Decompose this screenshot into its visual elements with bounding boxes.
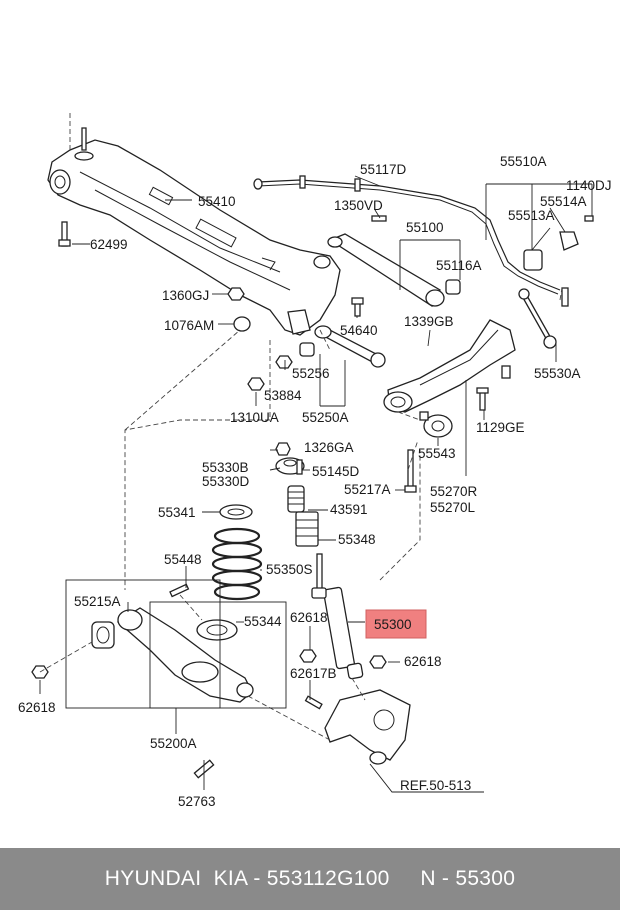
label-1339GB: 1339GB — [404, 314, 454, 329]
spring-pad-55344 — [196, 619, 238, 641]
label-62618-right: 62618 — [404, 654, 442, 669]
trailing-arm-55270R — [383, 319, 516, 413]
bolt-62617B — [304, 695, 323, 710]
shock-top-mount — [275, 442, 305, 475]
label-55217A: 55217A — [344, 482, 391, 497]
label-55330D: 55330D — [202, 474, 250, 489]
assist-arm-55250A — [299, 297, 386, 368]
footer-text: HYUNDAI KIA - 553112G100 N - 55300 — [104, 867, 516, 890]
stabilizer-bar — [253, 175, 594, 295]
rear-suspension-diagram: 55117D 55510A 1140DJ 55410 1350VD 55514A… — [18, 110, 612, 809]
lower-arm-55200A — [91, 607, 254, 703]
label-55145D: 55145D — [312, 464, 360, 479]
nut-1310UA — [247, 377, 265, 391]
label-55350S: 55350S — [266, 562, 313, 577]
label-55200A: 55200A — [150, 736, 197, 751]
cap-1076AM — [233, 316, 251, 332]
label-55117D: 55117D — [360, 162, 407, 177]
bolt-55217A — [404, 449, 417, 493]
bolt-1129GE — [476, 387, 489, 411]
label-52763: 52763 — [178, 794, 216, 809]
label-55256: 55256 — [292, 366, 330, 381]
label-1310UA: 1310UA — [230, 410, 279, 425]
label-62499: 62499 — [90, 237, 128, 252]
label-1140DJ: 1140DJ — [566, 178, 612, 193]
label-55514A: 55514A — [540, 194, 587, 209]
label-ref: REF.50-513 — [400, 778, 471, 793]
label-55341: 55341 — [158, 505, 196, 520]
label-1129GE: 1129GE — [476, 420, 525, 435]
label-55250A: 55250A — [302, 410, 349, 425]
label-55410: 55410 — [198, 194, 236, 209]
highlight-55300 — [365, 609, 427, 639]
label-1350VD: 1350VD — [334, 198, 383, 213]
label-55510A: 55510A — [500, 154, 547, 169]
label-55270L: 55270L — [430, 500, 476, 515]
label-55543: 55543 — [418, 446, 456, 461]
bolt-55448 — [169, 583, 190, 598]
label-62618-left: 62618 — [18, 700, 56, 715]
label-55344: 55344 — [244, 614, 282, 629]
label-55348: 55348 — [338, 532, 376, 547]
label-55300: 55300 — [374, 617, 412, 632]
label-55270R: 55270R — [430, 484, 478, 499]
label-53884: 53884 — [264, 388, 302, 403]
label-43591: 43591 — [330, 502, 368, 517]
part-number-footer: HYUNDAI KIA - 553112G100 N - 55300 — [0, 848, 620, 910]
label-55330B: 55330B — [202, 460, 249, 475]
label-55116A: 55116A — [436, 258, 482, 273]
label-1360GJ: 1360GJ — [162, 288, 209, 303]
label-54640: 54640 — [340, 323, 378, 338]
label-55100: 55100 — [406, 220, 444, 235]
bushing-55543 — [419, 411, 453, 438]
label-62618-mid: 62618 — [290, 610, 328, 625]
label-1326GA: 1326GA — [304, 440, 354, 455]
label-62617B: 62617B — [290, 666, 337, 681]
label-1076AM: 1076AM — [164, 318, 214, 333]
spring-seat-55341 — [219, 504, 253, 520]
label-55215A: 55215A — [74, 594, 121, 609]
bolt-62499 — [58, 221, 71, 247]
label-55448: 55448 — [164, 552, 202, 567]
label-55513A: 55513A — [508, 208, 555, 223]
coil-spring — [211, 527, 263, 601]
nut-1360GJ — [227, 287, 245, 301]
upper-arm-55100 — [327, 215, 461, 307]
nut-62618-mid — [299, 649, 317, 663]
stabilizer-link — [518, 287, 569, 349]
knuckle — [324, 689, 411, 765]
bump-stopper — [287, 485, 319, 547]
nut-53884 — [275, 355, 293, 369]
label-55530A: 55530A — [534, 366, 581, 381]
nut-62618-right — [369, 655, 387, 669]
crossmember — [47, 127, 341, 336]
shock-absorber-55300 — [311, 553, 364, 680]
